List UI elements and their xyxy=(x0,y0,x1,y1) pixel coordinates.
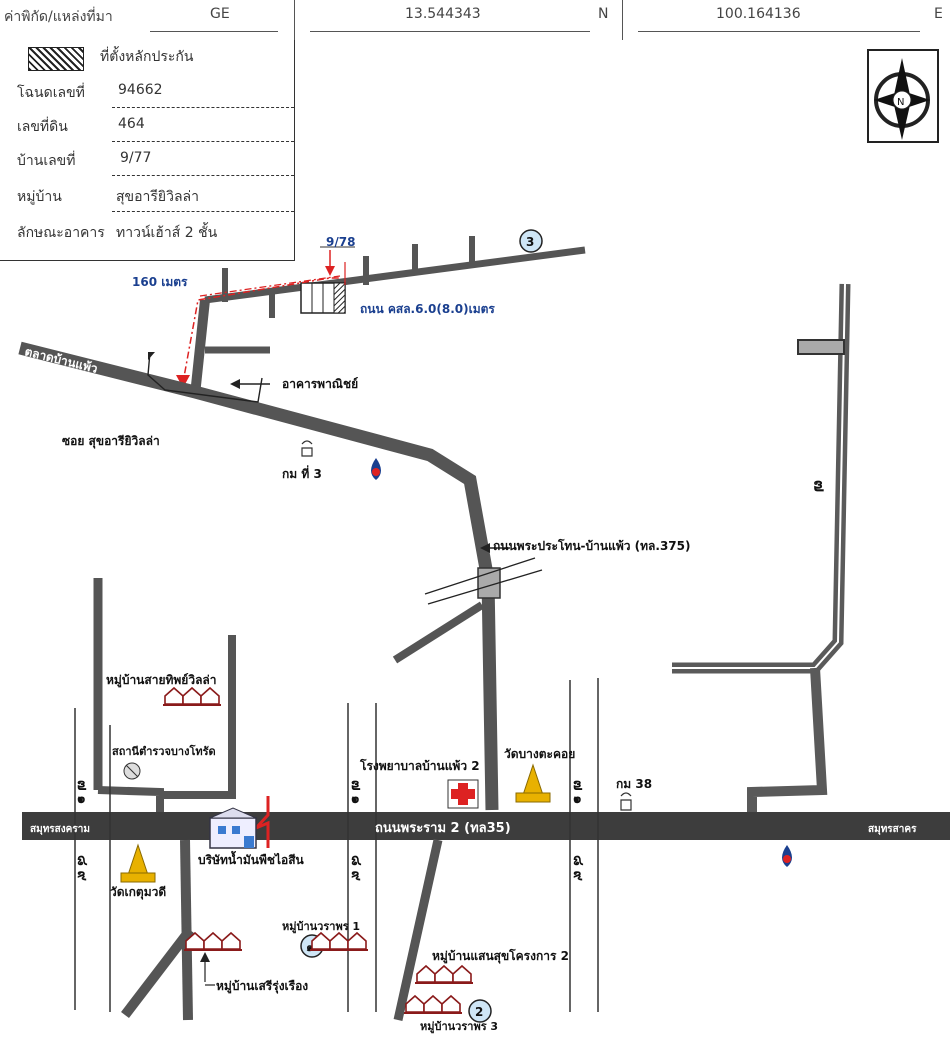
house-icon xyxy=(405,994,425,1013)
factory-label: บริษัทน้ำมันพืชไอสีน xyxy=(198,850,305,867)
circle-marker-2: 2 xyxy=(468,999,492,1023)
house-icon xyxy=(329,931,349,950)
soi-road xyxy=(190,236,586,396)
house-icon xyxy=(434,964,454,983)
info-row-building-type: ลักษณะอาคาร ทาวน์เฮ้าส์ 2 ชั้น xyxy=(17,225,218,241)
commercial-label: อาคารพาณิชย์ xyxy=(282,377,358,391)
village-waraporn3-label: หมู่บ้านวราพร 3 xyxy=(420,1020,498,1034)
east-route-label: ๗ xyxy=(811,480,830,492)
info-row-house-no: บ้านเลขที่ 9/77 xyxy=(0,144,294,178)
circle-marker-3: 3 xyxy=(519,229,543,253)
police-label: สถานีตำรวจบางโทรัด xyxy=(112,744,216,758)
compass-letter: N xyxy=(897,97,904,108)
house-icon xyxy=(200,686,220,705)
temple-icon xyxy=(515,763,551,803)
village-saithip-label: หมู่บ้านสายทิพย์วิลล่า xyxy=(106,673,217,688)
samut-sakhon-label: สมุทรสาคร xyxy=(868,824,917,835)
house-icon xyxy=(416,964,436,983)
legend-row: ที่ตั้งหลักประกัน xyxy=(0,40,294,74)
km-marker-icon xyxy=(301,440,313,457)
gas-station-icon xyxy=(782,845,792,867)
distance-label: 160 เมตร xyxy=(132,275,188,289)
source-label: ค่าพิกัด/แหล่งที่มา xyxy=(4,9,113,25)
house-icon xyxy=(164,686,184,705)
route-line xyxy=(181,277,340,389)
village-saensuk2-label: หมู่บ้านแสนสุขโครงการ 2 xyxy=(432,948,569,964)
side-roads xyxy=(74,578,599,1021)
house-no-label: 9/78 xyxy=(326,235,355,249)
factory-icon xyxy=(209,807,257,849)
lane-width-label: ถนน คสล.6.0(8.0)เมตร xyxy=(360,302,495,316)
route-number-label: ๘ ๙ xyxy=(74,855,90,881)
svg-text:๑: ๑ xyxy=(306,940,314,954)
route-number-label: ๗ ๑ xyxy=(570,780,586,804)
samut-songkhram-label: สมุทรสงคราม xyxy=(30,824,90,835)
village-waraporn1-label: หมู่บ้านวราพร 1 xyxy=(282,920,360,934)
hospital-label: โรงพยาบาลบ้านแพ้ว 2 xyxy=(359,758,480,773)
house-icon xyxy=(221,931,241,950)
coordinate-header: ค่าพิกัด/แหล่งที่มา GE 13.544343 N 100.1… xyxy=(0,0,950,40)
info-row-deed: โฉนดเลขที่ 94662 xyxy=(0,76,294,110)
route-number-label: ๗ ๑ xyxy=(74,780,90,804)
house-icon xyxy=(452,964,472,983)
house-icon xyxy=(182,686,202,705)
house-icon xyxy=(423,994,443,1013)
house-icon xyxy=(203,931,223,950)
temple-bangtakhoi-label: วัดบางตะคอย xyxy=(504,747,575,761)
source-value: GE xyxy=(210,6,230,22)
market-road-label: ตลาดบ้านแพ้ว xyxy=(23,344,99,376)
info-row-land-no: เลขที่ดิน 464 xyxy=(0,110,294,144)
route-number-label: ๘ ๙ xyxy=(348,855,364,881)
longitude-unit: E xyxy=(934,6,943,22)
east-road xyxy=(672,283,851,815)
latitude-value: 13.544343 xyxy=(405,6,481,22)
village-seri-label: หมู่บ้านเสรีรุ่งเรือง xyxy=(216,979,308,994)
route-number-label: ๘ ๙ xyxy=(570,855,586,881)
latitude-unit: N xyxy=(598,6,609,22)
svg-text:3: 3 xyxy=(526,235,534,249)
property-info-box: ที่ตั้งหลักประกัน โฉนดเลขที่ 94662 เลขที… xyxy=(0,40,295,261)
rama2-label: ถนนพระราม 2 (ทล35) xyxy=(375,821,511,836)
svg-text:2: 2 xyxy=(475,1005,483,1019)
police-station-icon xyxy=(123,762,141,780)
soi-label: ซอย สุขอารียิวิลล่า xyxy=(62,434,160,449)
route-number-label: ๗ ๑ xyxy=(348,780,364,804)
rama2-road xyxy=(22,812,950,840)
info-row-village: หมู่บ้าน สุขอารียิวิลล่า xyxy=(0,180,294,214)
gas-station-icon xyxy=(371,458,381,480)
house-icon xyxy=(347,931,367,950)
km-marker-icon xyxy=(620,792,632,811)
km3-label: กม ที่ 3 xyxy=(282,465,322,481)
collateral-swatch-icon xyxy=(28,47,84,71)
house-icon xyxy=(441,994,461,1013)
main-road-label: ถนนพระประโทน-บ้านแพ้ว (ทล.375) xyxy=(493,538,690,553)
legend-label: ที่ตั้งหลักประกัน xyxy=(100,49,194,65)
village-icons xyxy=(163,686,473,1014)
north-compass-icon xyxy=(867,49,939,143)
hospital-icon xyxy=(447,779,479,809)
main-road-375 xyxy=(18,341,543,811)
longitude-value: 100.164136 xyxy=(716,6,801,22)
temple-icon xyxy=(120,843,156,883)
km38-label: กม 38 xyxy=(616,777,652,791)
temple-ket-label: วัดเกตุมวดี xyxy=(110,885,166,900)
